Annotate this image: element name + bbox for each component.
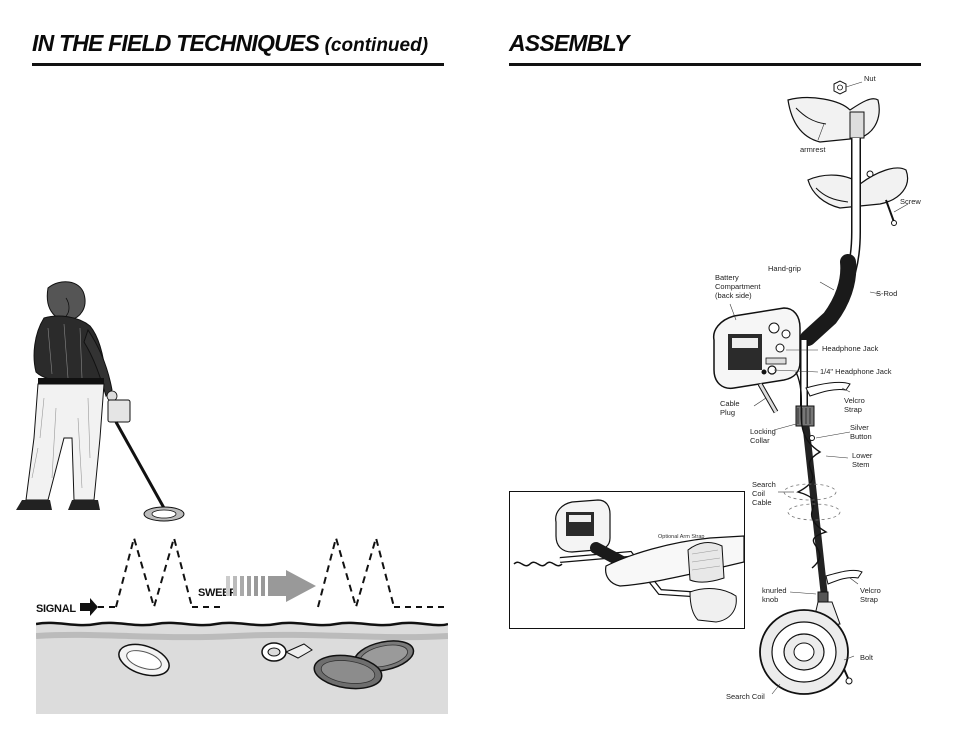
nut-icon xyxy=(833,80,847,95)
person-detecting-illustration xyxy=(16,281,185,522)
control-box-icon xyxy=(712,307,801,390)
signal-sweep-diagram: SIGNAL SWEEP xyxy=(36,534,444,616)
locking-collar-icon xyxy=(795,405,815,427)
left-page-title-suffix: (continued) xyxy=(324,35,429,56)
velcro-strap-bottom-line2: Strap xyxy=(860,595,878,604)
knurled-knob-line1: knurled xyxy=(762,586,787,595)
left-page-title-text: IN THE FIELD TECHNIQUES xyxy=(32,30,320,56)
lower-stem-line2: Stem xyxy=(852,460,870,469)
search-coil-icon xyxy=(759,609,849,695)
locking-collar-line1: Locking xyxy=(750,427,776,436)
left-title-rule xyxy=(32,63,444,66)
quarter-headphone-jack-label: 1/4" Headphone Jack xyxy=(820,367,892,376)
silver-button-label: Silver Button xyxy=(850,423,872,441)
velcro-strap-bottom-icon xyxy=(825,569,863,585)
battery-label-line3: (back side) xyxy=(715,291,752,300)
bolt-label: Bolt xyxy=(860,653,873,662)
signal-label: SIGNAL xyxy=(36,603,76,615)
sweep-label: SWEEP xyxy=(198,587,236,599)
left-page-title: IN THE FIELD TECHNIQUES (continued) xyxy=(32,30,428,57)
battery-compartment-label: Battery Compartment (back side) xyxy=(715,273,760,300)
lower-stem-label: Lower Stem xyxy=(852,451,872,469)
search-coil-cable-label: Search Coil Cable xyxy=(752,480,776,507)
s-rod-label: S-Rod xyxy=(876,289,898,298)
knurled-knob-line2: knob xyxy=(762,595,779,604)
arm-strap-inset-illustration: Optional Arm Strap xyxy=(513,499,744,623)
velcro-strap-bottom-label: Velcro Strap xyxy=(860,586,881,604)
signal-arrow-icon xyxy=(80,598,98,616)
bottle-cap-icon xyxy=(118,643,170,677)
battery-label-line1: Battery xyxy=(715,273,739,282)
knurled-knob-icon xyxy=(817,591,829,603)
right-page-title: ASSEMBLY xyxy=(509,30,629,56)
detector-assembly-diagram xyxy=(712,80,909,695)
velcro-strap-top-icon xyxy=(805,381,851,397)
search-coil-cable-line2: Coil xyxy=(752,489,765,498)
battery-label-line2: Compartment xyxy=(715,282,761,291)
locking-collar-line2: Collar xyxy=(750,436,770,445)
right-title-rule xyxy=(509,63,921,66)
lower-stem-line1: Lower xyxy=(852,451,873,460)
pull-tab-icon xyxy=(261,642,313,662)
velcro-strap-top-line1: Velcro xyxy=(844,396,865,405)
locking-collar-label: Locking Collar xyxy=(750,427,776,445)
velcro-strap-top-line2: Strap xyxy=(844,405,862,414)
silver-button-line2: Button xyxy=(850,432,872,441)
velcro-strap-bottom-line1: Velcro xyxy=(860,586,881,595)
hand-grip-label: Hand-grip xyxy=(768,264,801,273)
cable-plug-line1: Cable xyxy=(720,399,740,408)
hand-grip-icon xyxy=(800,254,857,346)
search-coil-cable-line1: Search xyxy=(752,480,776,489)
optional-arm-strap-label: Optional Arm Strap xyxy=(658,534,704,540)
cable-plug-label: Cable Plug xyxy=(720,399,740,417)
cable-plug-line2: Plug xyxy=(720,408,736,417)
arm-strap-inset: Optional Arm Strap xyxy=(509,491,745,629)
sweep-arrow-icon xyxy=(226,570,316,602)
screw-label: Screw xyxy=(900,197,921,206)
search-coil-cable-line3: Cable xyxy=(752,498,772,507)
headphone-jack-label: Headphone Jack xyxy=(822,344,879,353)
silver-button-line1: Silver xyxy=(850,423,869,432)
nut-label: Nut xyxy=(864,74,876,83)
coins-icon xyxy=(313,640,415,690)
velcro-strap-top-label: Velcro Strap xyxy=(844,396,865,414)
armrest-label: armrest xyxy=(800,145,826,154)
screw-icon xyxy=(885,199,897,226)
knurled-knob-label: knurled knob xyxy=(762,586,787,604)
search-coil-label: Search Coil xyxy=(726,692,765,701)
cable-plug-icon xyxy=(757,382,779,414)
ground-cross-section xyxy=(36,621,448,714)
